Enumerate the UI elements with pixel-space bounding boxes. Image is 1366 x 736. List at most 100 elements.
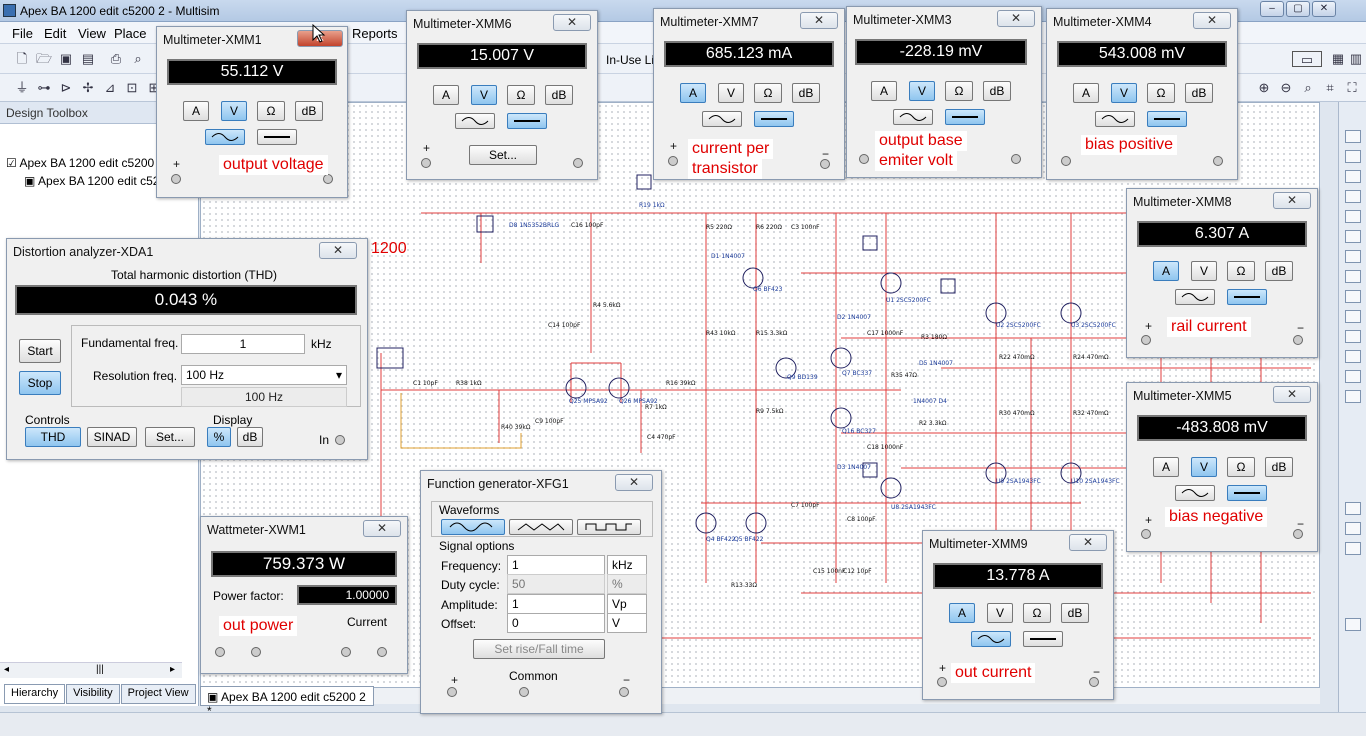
network-analyzer-tool-icon[interactable] [1345, 390, 1361, 403]
tab-hierarchy[interactable]: Hierarchy [4, 684, 66, 704]
xfg1-offset-unit[interactable]: V [607, 613, 647, 633]
close-button[interactable]: ✕ [1312, 1, 1336, 17]
xda1-stop-button[interactable]: Stop [19, 371, 61, 395]
xmm1-db-button[interactable]: dB [295, 101, 323, 121]
xmm5-plus-terminal[interactable] [1141, 529, 1151, 539]
xda1-close-button[interactable]: ✕ [319, 242, 357, 259]
toolbar-icon[interactable]: ▥ [1349, 51, 1363, 66]
xmm6-ac-button[interactable] [455, 113, 495, 129]
xmm9-ammeter-button[interactable]: A [949, 603, 975, 623]
oscilloscope-tool-icon[interactable] [1345, 190, 1361, 203]
open-folder-icon[interactable]: 🗁 [36, 51, 53, 66]
open-sample-icon[interactable]: ▣ [59, 51, 73, 66]
xmm8-plus-terminal[interactable] [1141, 335, 1151, 345]
new-file-icon[interactable]: 🗋 [16, 51, 28, 66]
xmm7-db-button[interactable]: dB [792, 83, 820, 103]
xda1-thd-button[interactable]: THD [25, 427, 81, 447]
xda1-sinad-button[interactable]: SINAD [87, 427, 137, 447]
xmm9-ohmmeter-button[interactable]: Ω [1023, 603, 1051, 623]
distortion-analyzer-window[interactable]: Distortion analyzer-XDA1 ✕ Total harmoni… [6, 238, 368, 460]
save-icon[interactable]: ▤ [81, 51, 95, 66]
logic-converter-tool-icon[interactable] [1345, 290, 1361, 303]
xmm5-voltmeter-button[interactable]: V [1191, 457, 1217, 477]
xwm1-current-minus-terminal[interactable] [377, 647, 387, 657]
xmm4-ohmmeter-button[interactable]: Ω [1147, 83, 1175, 103]
xmm6-plus-terminal[interactable] [421, 158, 431, 168]
xmm3-db-button[interactable]: dB [983, 81, 1011, 101]
wattmeter-tool-icon[interactable] [1345, 170, 1361, 183]
xmm1-voltmeter-button[interactable]: V [221, 101, 247, 121]
xmm5-ammeter-button[interactable]: A [1153, 457, 1179, 477]
xmm1-dc-button[interactable] [257, 129, 297, 145]
resistor-icon[interactable]: ⊶ [37, 80, 51, 95]
cmos-icon[interactable]: ⊞ [148, 80, 160, 95]
xmm4-minus-terminal[interactable] [1213, 156, 1223, 166]
xmm6-ohmmeter-button[interactable]: Ω [507, 85, 535, 105]
zoom-in-icon[interactable]: ⊕ [1258, 80, 1270, 95]
xmm1-ac-button[interactable] [205, 129, 245, 145]
xfg1-amplitude-input[interactable]: 1 [507, 594, 605, 614]
xwm1-voltage-minus-terminal[interactable] [251, 647, 261, 657]
full-screen-icon[interactable]: ⛶ [1347, 80, 1357, 95]
xmm6-close-button[interactable]: ✕ [553, 14, 591, 31]
transistor-icon[interactable]: ✢ [82, 80, 94, 95]
function-generator-window[interactable]: Function generator-XFG1 ✕ Waveforms Sign… [420, 470, 662, 714]
xfg1-offset-input[interactable]: 0 [507, 613, 605, 633]
source-icon[interactable]: ⏚ [15, 80, 29, 95]
xmm3-close-button[interactable]: ✕ [997, 10, 1035, 27]
print-preview-icon[interactable]: ⌕ [134, 51, 142, 66]
xfg1-sine-button[interactable] [441, 519, 505, 535]
xmm3-voltmeter-button[interactable]: V [909, 81, 935, 101]
menu-edit[interactable]: Edit [44, 26, 67, 41]
xfg1-plus-terminal[interactable] [447, 687, 457, 697]
diode-icon[interactable]: ⊳ [60, 80, 72, 95]
xmm5-close-button[interactable]: ✕ [1273, 386, 1311, 403]
xfg1-frequency-input[interactable]: 1 [507, 555, 605, 575]
xmm6-ammeter-button[interactable]: A [433, 85, 459, 105]
xmm7-close-button[interactable]: ✕ [800, 12, 838, 29]
xmm9-db-button[interactable]: dB [1061, 603, 1089, 623]
xmm9-ac-button[interactable] [971, 631, 1011, 647]
xmm7-dc-button[interactable] [754, 111, 794, 127]
xmm8-ohmmeter-button[interactable]: Ω [1227, 261, 1255, 281]
frequency-counter-tool-icon[interactable] [1345, 250, 1361, 263]
xmm1-ohmmeter-button[interactable]: Ω [257, 101, 285, 121]
menu-view[interactable]: View [78, 26, 106, 41]
zoom-area-icon[interactable]: ⌕ [1304, 80, 1312, 95]
xmm8-db-button[interactable]: dB [1265, 261, 1293, 281]
xfg1-symbol[interactable] [376, 347, 404, 369]
iv-analyzer-tool-icon[interactable] [1345, 330, 1361, 343]
menu-reports[interactable]: Reports [352, 26, 398, 41]
scroll-thumb-icon[interactable]: ||| [96, 664, 104, 675]
xfg1-close-button[interactable]: ✕ [615, 474, 653, 491]
document-tab[interactable]: ▣ Apex BA 1200 edit c5200 2 * [200, 686, 374, 718]
xmm8-ammeter-button[interactable]: A [1153, 261, 1179, 281]
xfg1-triangle-button[interactable] [509, 519, 573, 535]
xda1-start-button[interactable]: Start [19, 339, 61, 363]
xmm5-db-button[interactable]: dB [1265, 457, 1293, 477]
xmm2-symbol[interactable] [636, 174, 652, 190]
xmm8-ac-button[interactable] [1175, 289, 1215, 305]
multimeter-xmm4-window[interactable]: Multimeter-XMM4 ✕ 543.008 mV A V Ω dB bi… [1046, 8, 1238, 180]
tree-root[interactable]: ☑ Apex BA 1200 edit c5200 [6, 156, 155, 170]
xmm4-symbol[interactable] [862, 235, 878, 251]
xmm5-ac-button[interactable] [1175, 485, 1215, 501]
xfg1-amplitude-unit[interactable]: Vp [607, 594, 647, 614]
xmm6-dc-button[interactable] [507, 113, 547, 129]
tab-project-view[interactable]: Project View [120, 684, 196, 704]
logic-analyzer-tool-icon[interactable] [1345, 310, 1361, 323]
multimeter-xmm8-window[interactable]: Multimeter-XMM8 ✕ 6.307 A A V Ω dB + − r… [1126, 188, 1318, 358]
xmm6-minus-terminal[interactable] [573, 158, 583, 168]
xda1-set-button[interactable]: Set... [145, 427, 195, 447]
xfg1-common-terminal[interactable] [519, 687, 529, 697]
xda1-in-terminal[interactable] [335, 435, 345, 445]
xwm1-close-button[interactable]: ✕ [363, 520, 401, 537]
xda1-percent-button[interactable]: % [207, 427, 231, 447]
xmm5-minus-terminal[interactable] [1293, 529, 1303, 539]
xfg1-frequency-unit[interactable]: kHz [607, 555, 647, 575]
xmm8-dc-button[interactable] [1227, 289, 1267, 305]
xmm9-minus-terminal[interactable] [1089, 677, 1099, 687]
xmm4-close-button[interactable]: ✕ [1193, 12, 1231, 29]
xmm4-dc-button[interactable] [1147, 111, 1187, 127]
scroll-right-icon[interactable]: ▸ [170, 664, 176, 675]
